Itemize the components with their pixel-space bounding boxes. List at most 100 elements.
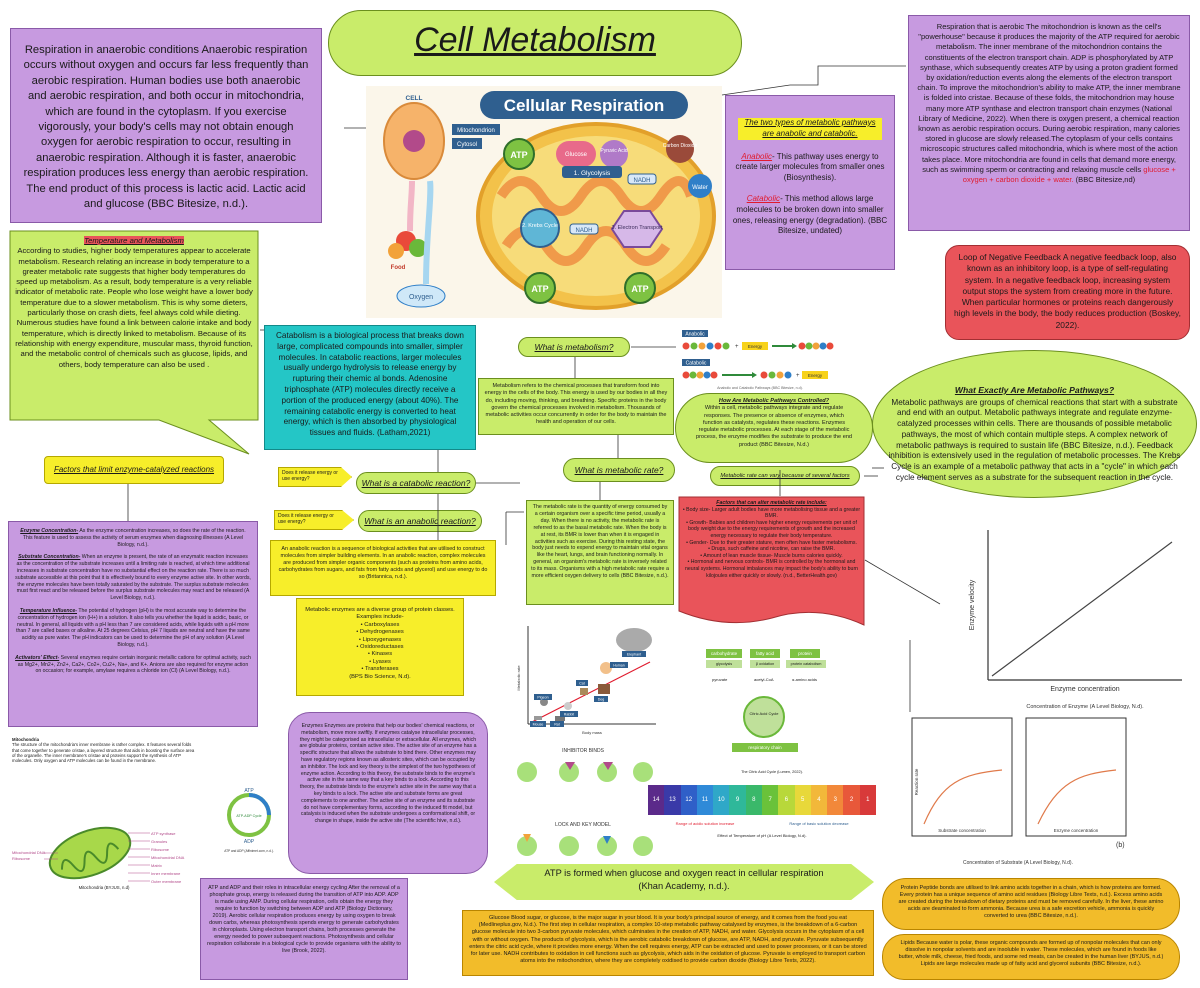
mito-label-1: Granules	[151, 839, 168, 844]
ph-cell-11: 11	[696, 785, 714, 815]
mito-label-0: ATP synthase	[151, 831, 176, 836]
animal-0: Elephant	[627, 653, 641, 657]
me-item-0: • Carboxylases	[360, 621, 400, 628]
enzymes-box: Enzymes Enzymes are proteins that help o…	[288, 712, 488, 874]
acd-catabolic: Catabolic	[686, 361, 707, 367]
cr-krebs: 2. Krebs Cycle	[522, 223, 558, 229]
eg-ylabel: Enzyme velocity	[969, 579, 976, 630]
svg-text:+: +	[796, 373, 800, 379]
cc-acetyl: acetyl-CoA	[754, 677, 774, 682]
animal-5: Rabbit	[564, 713, 574, 717]
me-item-2: • Lipoxygenases	[358, 636, 402, 643]
anabolic-definition-text: An anabolic reaction is a sequence of bi…	[278, 546, 488, 581]
anabolic-text: - This pathway uses energy to create lar…	[735, 151, 885, 183]
atp-cycle-atp: ATP	[244, 788, 254, 794]
factors-enzyme-label: Factors that limit enzyme-catalyzed reac…	[53, 465, 215, 474]
what-is-metabolism-pill[interactable]: What is metabolism?	[518, 337, 630, 357]
cr-pyruvic: Pyruvic Acid	[600, 148, 627, 154]
factors-rate-shape	[678, 496, 865, 626]
eg-xlabel: Enzyme concentration	[1050, 686, 1119, 693]
mito-caption: Mitochondria (BYJUS, n.d)	[78, 885, 130, 890]
ef-1-label: Substrate Concentration-	[18, 554, 81, 561]
mito-title: Mitochondria	[12, 737, 39, 742]
cr-electron: 3. Electron Transport	[611, 225, 663, 231]
rate-varies-pill[interactable]: Metabolic rate can vary because of sever…	[710, 466, 860, 486]
acd-caption: Anabolic and Catabolic Pathways (BBC Bit…	[717, 386, 803, 390]
anabolic-catabolic-diagram: Anabolic + Energy Catabolic + Energy Ana…	[680, 328, 840, 393]
mito-text: The structure of the mitochondria's inne…	[12, 742, 195, 764]
cr-water: Water	[692, 185, 708, 191]
factors-rate-box: Factors that can alter metabolic rate in…	[678, 496, 865, 626]
ef-1-text: When an enzyme is present, the rate of a…	[15, 554, 251, 602]
cr-title: Cellular Respiration	[504, 96, 665, 115]
pathway-types-box: The two types of metabolic pathways are …	[725, 95, 895, 270]
what-is-anabolic-pill[interactable]: What is an anabolic reaction?	[358, 510, 482, 532]
factors-rate-heading: Factors that can alter metabolic rate in…	[716, 500, 827, 506]
cc-amino: α-amino acids	[792, 677, 817, 682]
cc-pyruvate: pyruvate	[712, 677, 728, 682]
acd-anabolic: Anabolic	[685, 332, 705, 338]
catabolic-text: - This method allows large molecules to …	[732, 193, 888, 236]
temperature-metabolism-box: Temperature and Metabolism According to …	[9, 230, 259, 455]
lk-inhibitor-title: INHIBITOR BINDS	[562, 748, 605, 754]
cc-cycle: Citric Acid Cycle	[749, 711, 779, 716]
mito-label-6: Outer membrane	[151, 879, 182, 884]
ef-3-label: Activators' Effect-	[15, 654, 60, 661]
ph-cell-4: 4	[810, 785, 828, 815]
ph-cell-10: 10	[713, 785, 730, 815]
bm-ylabel: Metabolic rate	[516, 665, 521, 691]
how-regulated-box: How Are Metabolic Pathways Controlled? W…	[675, 393, 873, 463]
ef-2-label: Temperature Influence-	[19, 607, 77, 614]
atp-cycle-adp: ADP	[244, 839, 255, 845]
cc-protcat: protein catabolism	[786, 660, 826, 668]
enzymes-text: Enzymes Enzymes are proteins that help o…	[299, 723, 477, 825]
animal-6: Mouse	[533, 723, 544, 727]
animal-1: Human	[613, 664, 625, 668]
ph-range-right: Range of basic solution decrease	[789, 821, 849, 826]
factors-rate-item-2: • Gender- Due to their greater stature, …	[686, 539, 857, 546]
ph-cell-14: 14	[648, 785, 665, 815]
enzyme-concentration-graph: Enzyme velocity Enzyme concentration Con…	[960, 520, 1190, 712]
cellular-respiration-diagram: Cellular Respiration CELL Mitochondrion …	[366, 86, 722, 318]
me-item-5: • Lyases	[369, 658, 391, 665]
bm-xlabel: Body mass	[582, 730, 602, 735]
enzyme-factors-box: Enzyme Concentration- As the enzyme conc…	[8, 521, 258, 727]
what-is-catabolic-label: What is a catabolic reaction?	[361, 478, 471, 488]
metabolic-enzymes-box: Metabolic enzymes are a diverse group of…	[296, 598, 464, 696]
cr-atp-3: ATP	[631, 284, 648, 294]
what-is-metabolism-label: What is metabolism?	[534, 342, 614, 352]
cr-oxygen: Oxygen	[409, 294, 433, 301]
anabolic-question-text: Does it release energy or use energy?	[278, 513, 334, 525]
cr-nadh-2: NADH	[575, 228, 592, 234]
factors-rate-item-4: • Amount of lean muscle tissue- Muscle b…	[700, 552, 843, 559]
what-is-anabolic-label: What is an anabolic reaction?	[364, 516, 476, 526]
protein-box: Protein Peptide bonds are utilised to li…	[882, 878, 1180, 930]
factors-enzyme-pill[interactable]: Factors that limit enzyme-catalyzed reac…	[44, 456, 224, 484]
catabolic-label: Catabolic	[746, 193, 781, 203]
cr-food: Food	[391, 265, 406, 271]
page-title-text: Cell Metabolism	[414, 21, 656, 59]
me-cite: (BPS Bio Science, N.d).	[349, 673, 411, 680]
cr-glucose: Glucose	[565, 152, 588, 158]
citric-cycle-diagram: carbohydrate fatty acid protein glycolys…	[702, 645, 842, 780]
sg-xlabel-b: Enzyme concentration	[1054, 828, 1099, 833]
mito-label-2: Ribosome	[151, 847, 170, 852]
sg-label-b: (b)	[1116, 842, 1125, 849]
ph-cell-2: 2	[843, 785, 860, 815]
glucose-text: Glucose Blood sugar, or glucose, is the …	[469, 915, 867, 965]
factors-rate-item-0: • Body size- Larger adult bodies have mo…	[682, 506, 861, 520]
ph-cell-7: 7	[761, 785, 779, 815]
what-is-catabolic-pill[interactable]: What is a catabolic reaction?	[356, 472, 476, 494]
ph-range-left: Range of acidic solution increase	[675, 821, 735, 826]
substrate-concentration-graph: Reaction rate Substrate concentration En…	[902, 712, 1134, 872]
catabolic-question-text: Does it release energy or use energy?	[282, 470, 338, 482]
metabolic-pathways-ellipse: What Exactly Are Metabolic Pathways? Met…	[872, 350, 1197, 498]
mito-label-3: Mitochondrial DNA	[151, 855, 185, 860]
metabolic-rate-text: The metabolic rate is the quantity of en…	[531, 504, 669, 580]
catabolism-text: Catabolism is a biological process that …	[276, 331, 464, 438]
what-is-metabolic-rate-label: What is metabolic rate?	[574, 465, 664, 475]
ph-cell-12: 12	[680, 785, 697, 815]
what-is-metabolic-rate-pill[interactable]: What is metabolic rate?	[563, 458, 675, 482]
ph-cell-1: 1	[859, 785, 876, 815]
